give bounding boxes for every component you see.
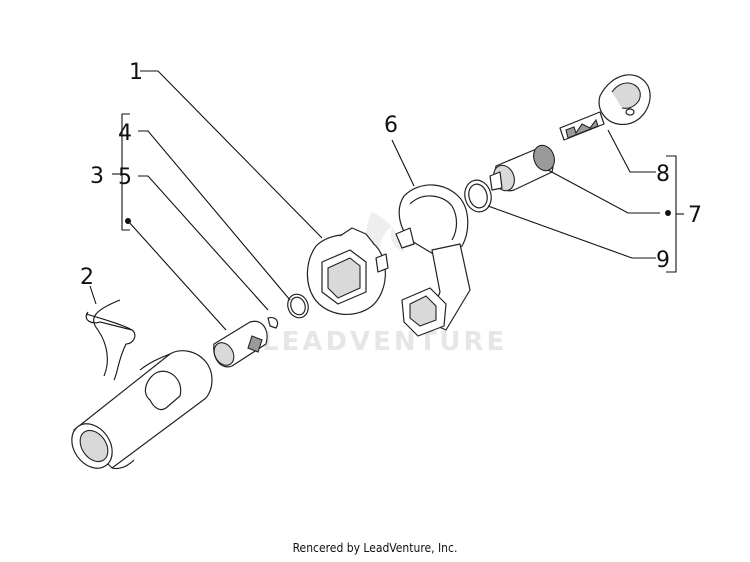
callout-7: 7 (688, 203, 702, 228)
part-8-key (559, 74, 651, 141)
callout-8: 8 (656, 162, 670, 187)
part-9-o-ring (464, 179, 492, 213)
callout-labels: 1 2 3 4 5 6 7 8 9 (80, 60, 702, 290)
callout-9: 9 (656, 248, 670, 273)
callout-3: 3 (90, 164, 104, 189)
callout-6: 6 (384, 113, 398, 138)
watermark-text: LEADVENTURE (262, 327, 507, 357)
leader-lines (89, 70, 684, 331)
part-6-connector-housing (395, 184, 471, 337)
grip-tube (71, 350, 213, 470)
part-1-housing (306, 227, 389, 315)
callout-4: 4 (118, 121, 132, 146)
part-2-spring-clip (85, 299, 136, 381)
callout-1: 1 (129, 60, 143, 85)
callout-dot (665, 210, 671, 216)
part-4-ring (287, 293, 309, 319)
part-5-switch-body (213, 317, 279, 368)
part-7-lock-cylinder (489, 144, 555, 192)
footer-credit: Rencered by LeadVenture, Inc. (292, 541, 458, 555)
callout-5: 5 (118, 165, 132, 190)
callout-2: 2 (80, 265, 94, 290)
